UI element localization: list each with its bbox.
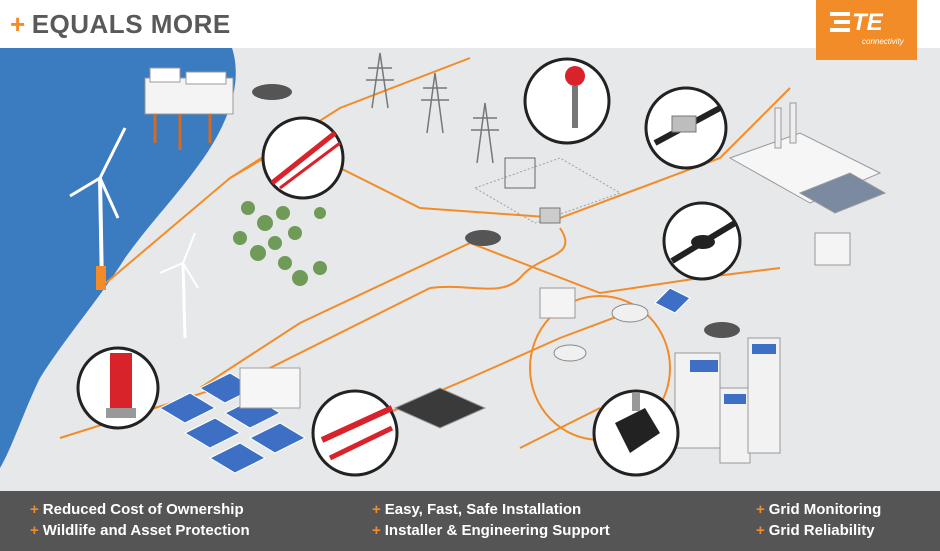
substation-small-right: [814, 232, 851, 266]
callout-transformer-connector: [592, 389, 680, 477]
benefit-text: Grid Monitoring: [768, 501, 882, 518]
surge-arrester-icon: [76, 346, 160, 430]
logo-subtext: connectivity: [862, 37, 904, 46]
callout-cable-splice: [662, 201, 742, 281]
car-icon: [553, 344, 587, 362]
title-plus: +: [10, 9, 26, 39]
benefit-text: Grid Reliability: [768, 522, 875, 539]
plus-icon: +: [30, 522, 39, 539]
wind-turbine-icon: [69, 127, 127, 290]
substation-small: [539, 287, 576, 319]
te-connectivity-logo[interactable]: TE connectivity: [816, 0, 917, 60]
substation-icon: [473, 157, 622, 224]
title-text: EQUALS MORE: [31, 9, 231, 39]
benefit-item: +Wildlife and Asset Protection: [30, 522, 250, 539]
benefit-item: +Grid Reliability: [756, 522, 875, 539]
city-building-icon: [674, 337, 781, 464]
carport-solar-icon: [654, 287, 691, 314]
page-title: +EQUALS MORE: [10, 9, 231, 40]
benefit-item: +Reduced Cost of Ownership: [30, 501, 244, 518]
cable-joint-pit-2: [465, 230, 501, 246]
callout-overhead-arrester: [311, 389, 399, 477]
benefits-bar: +Reduced Cost of Ownership +Wildlife and…: [0, 491, 940, 551]
benefit-text: Installer & Engineering Support: [384, 522, 610, 539]
cable-joint-pit-3: [704, 322, 740, 338]
plus-icon: +: [30, 501, 39, 518]
plus-icon: +: [372, 522, 381, 539]
logo-mark-text: TE: [852, 9, 883, 36]
plus-icon: +: [756, 501, 765, 518]
benefit-item: +Grid Monitoring: [756, 501, 881, 518]
benefit-text: Reduced Cost of Ownership: [42, 501, 244, 518]
tree-cluster: [233, 201, 327, 286]
sea: [0, 48, 236, 468]
callout-cable-connector: [644, 86, 728, 170]
underground-vault: [393, 387, 487, 429]
solar-panel-icon: [158, 372, 307, 474]
benefit-text: Easy, Fast, Safe Installation: [384, 501, 582, 518]
plus-icon: +: [756, 522, 765, 539]
offshore-platform-icon: [144, 67, 234, 150]
te-logo-icon: [830, 12, 850, 32]
cable-joint-pit: [252, 84, 292, 100]
benefit-text: Wildlife and Asset Protection: [42, 522, 250, 539]
grid-illustration: [0, 48, 940, 491]
factory-icon: [728, 102, 887, 214]
benefit-item: +Easy, Fast, Safe Installation: [372, 501, 581, 518]
plus-icon: +: [372, 501, 381, 518]
callout-cable-in-trees: [261, 116, 345, 200]
electric-car-icon: [611, 303, 649, 323]
benefit-item: +Installer & Engineering Support: [372, 522, 610, 539]
callout-insulator: [523, 57, 611, 145]
transmission-tower-icon: [366, 52, 499, 164]
container-building: [239, 367, 301, 409]
wind-turbine-small-icon: [159, 232, 199, 339]
header: +EQUALS MORE: [0, 0, 940, 48]
